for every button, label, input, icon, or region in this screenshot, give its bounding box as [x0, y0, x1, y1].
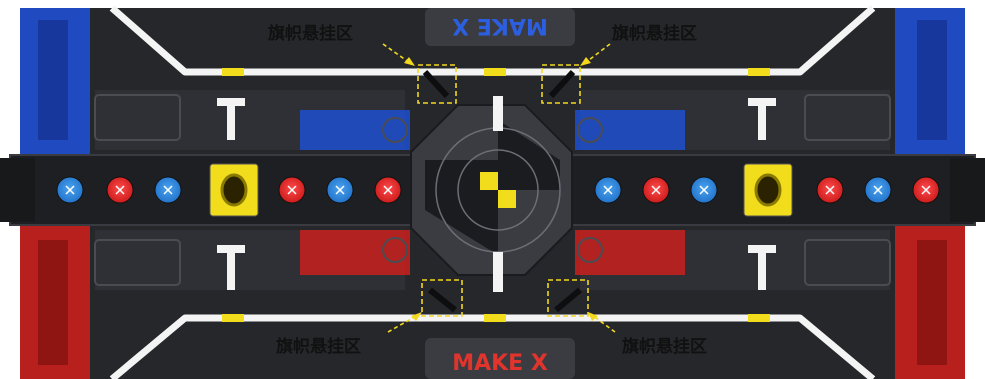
right-yellow-target-hole	[754, 173, 782, 207]
strip-left-cap	[0, 158, 35, 222]
bottom-logo-plaque	[425, 338, 575, 379]
flag-zone-label-top-right: 旗帜悬挂区	[612, 24, 697, 44]
red-left-panel	[38, 240, 68, 365]
bottom-makex-logo: MAKE X	[452, 351, 548, 376]
left-button-cross-1	[65, 185, 75, 195]
left-button-cross-6	[335, 185, 345, 195]
octagon-inner-ring	[457, 149, 539, 231]
center-white-marker-top	[493, 96, 503, 131]
right-button-cross-6	[873, 185, 883, 195]
blue-left-ramp	[300, 110, 410, 150]
machinery-outlines	[94, 94, 891, 286]
right-button-cross-7	[921, 185, 931, 195]
blue-left-panel	[38, 20, 68, 140]
flag-zone-box-bottom-right	[547, 279, 589, 317]
right-button-cross-3	[699, 185, 709, 195]
red-right-ramp	[575, 230, 685, 275]
blue-right-panel	[917, 20, 947, 140]
top-makex-logo: MAKE X	[452, 13, 548, 38]
octagon-dark-right	[498, 120, 560, 190]
center-yellow-tile-b	[498, 190, 516, 208]
left-button-cross-2	[115, 185, 125, 195]
flag-holders	[422, 69, 582, 313]
flag-zone-box-bottom-left	[421, 279, 463, 317]
left-button-cross-7	[383, 185, 393, 195]
left-button-cross-5	[287, 185, 297, 195]
top-logo-plaque	[425, 8, 575, 46]
start-markers	[217, 98, 776, 290]
left-button-cross-3	[163, 185, 173, 195]
flag-zone-box-top-right	[541, 64, 581, 104]
flag-zone-label-bottom-right: 旗帜悬挂区	[622, 337, 707, 357]
right-button-cross-5	[825, 185, 835, 195]
flag-zone-label-bottom-left: 旗帜悬挂区	[276, 337, 361, 357]
strip-right-cap	[950, 158, 985, 222]
flag-zone-boxes	[417, 64, 589, 317]
red-right-panel	[917, 240, 947, 365]
center-yellow-tile-a	[480, 172, 498, 190]
right-button-cross-1	[603, 185, 613, 195]
center-white-marker-bottom	[493, 252, 503, 292]
flag-zone-arrowheads	[404, 57, 598, 321]
boundary-yellow-markers	[222, 68, 770, 322]
right-button-cross-2	[651, 185, 661, 195]
left-yellow-target-hole	[220, 173, 248, 207]
flag-zone-box-top-left	[417, 64, 457, 104]
button-row	[56, 163, 940, 217]
red-left-ramp	[300, 230, 410, 275]
flag-zone-label-top-left: 旗帜悬挂区	[268, 24, 353, 44]
blue-right-ramp	[575, 110, 685, 150]
